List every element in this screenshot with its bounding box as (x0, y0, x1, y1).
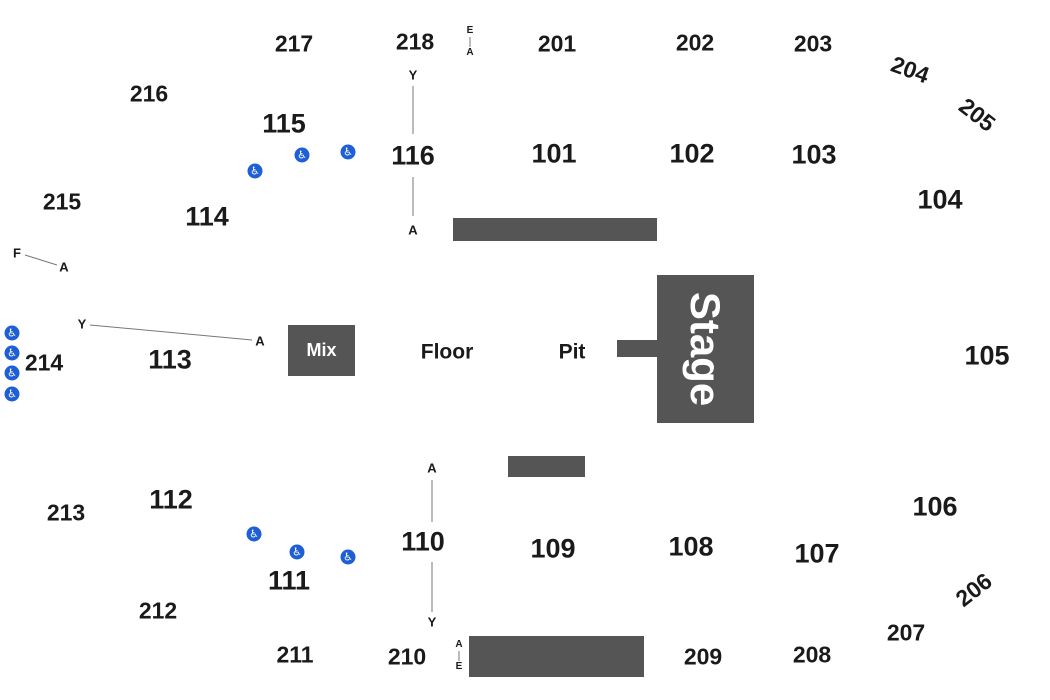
section-216[interactable]: 216 (129, 80, 169, 107)
row-label-110-bottom: Y (427, 614, 437, 630)
wheelchair-icon[interactable]: ♿ (4, 325, 20, 341)
section-109[interactable]: 109 (530, 533, 576, 564)
stage-thrust (617, 340, 659, 357)
row-label-110-top: A (427, 460, 437, 476)
wheelchair-icon[interactable]: ♿ (4, 345, 20, 361)
section-114[interactable]: 114 (185, 201, 229, 232)
wheelchair-icon[interactable]: ♿ (247, 163, 263, 179)
row-label-215-right: A (59, 259, 69, 275)
section-111[interactable]: 111 (267, 565, 311, 596)
section-218[interactable]: 218 (395, 28, 435, 55)
row-label-215-left: F (13, 245, 21, 261)
row-label-116-top: Y (408, 67, 418, 83)
section-112[interactable]: 112 (149, 484, 193, 515)
row-label-218-top: E (466, 25, 474, 36)
section-107[interactable]: 107 (794, 538, 840, 569)
wheelchair-icon[interactable]: ♿ (289, 544, 305, 560)
section-108[interactable]: 108 (668, 531, 714, 562)
pit-section[interactable]: Pit (558, 340, 586, 364)
section-203[interactable]: 203 (793, 30, 833, 57)
mix-label: Mix (306, 340, 337, 360)
section-210[interactable]: 210 (387, 643, 427, 670)
section-208[interactable]: 208 (792, 641, 832, 668)
section-207[interactable]: 207 (886, 619, 926, 646)
section-202[interactable]: 202 (675, 29, 715, 56)
section-213[interactable]: 213 (46, 499, 86, 526)
section-101[interactable]: 101 (531, 138, 577, 169)
stage[interactable]: Stage (657, 275, 754, 423)
section-102[interactable]: 102 (669, 138, 715, 169)
riser-lower (469, 636, 644, 677)
wheelchair-icon[interactable]: ♿ (340, 144, 356, 160)
row-line-215 (24, 254, 58, 266)
section-116[interactable]: 116 (391, 140, 435, 171)
section-211[interactable]: 211 (276, 641, 314, 668)
section-201[interactable]: 201 (537, 30, 577, 57)
section-104[interactable]: 104 (917, 184, 963, 215)
section-113[interactable]: 113 (148, 344, 192, 375)
row-label-210-bottom: E (455, 661, 463, 672)
row-label-218-bottom: A (466, 47, 474, 58)
section-214[interactable]: 214 (24, 349, 64, 376)
wheelchair-icon[interactable]: ♿ (294, 147, 310, 163)
section-217[interactable]: 217 (274, 30, 314, 57)
row-label-113-left: Y (77, 316, 87, 332)
section-212[interactable]: 212 (138, 597, 178, 624)
wheelchair-icon[interactable]: ♿ (340, 549, 356, 565)
riser-middle (508, 456, 585, 477)
riser-upper (453, 218, 657, 241)
row-line-113 (89, 324, 253, 341)
section-106[interactable]: 106 (912, 491, 958, 522)
section-115[interactable]: 115 (262, 108, 306, 139)
stage-label: Stage (682, 291, 730, 407)
row-label-113-right: A (255, 333, 265, 349)
section-209[interactable]: 209 (683, 643, 723, 670)
wheelchair-icon[interactable]: ♿ (246, 526, 262, 542)
section-215[interactable]: 215 (42, 188, 82, 215)
mix-position[interactable]: Mix (288, 325, 355, 376)
section-110[interactable]: 110 (401, 526, 445, 557)
section-103[interactable]: 103 (791, 139, 837, 170)
wheelchair-icon[interactable]: ♿ (4, 365, 20, 381)
row-label-210-top: A (455, 639, 463, 650)
wheelchair-icon[interactable]: ♿ (4, 386, 20, 402)
section-105[interactable]: 105 (964, 340, 1010, 371)
floor-section[interactable]: Floor (420, 340, 474, 364)
row-label-116-bottom: A (408, 222, 418, 238)
